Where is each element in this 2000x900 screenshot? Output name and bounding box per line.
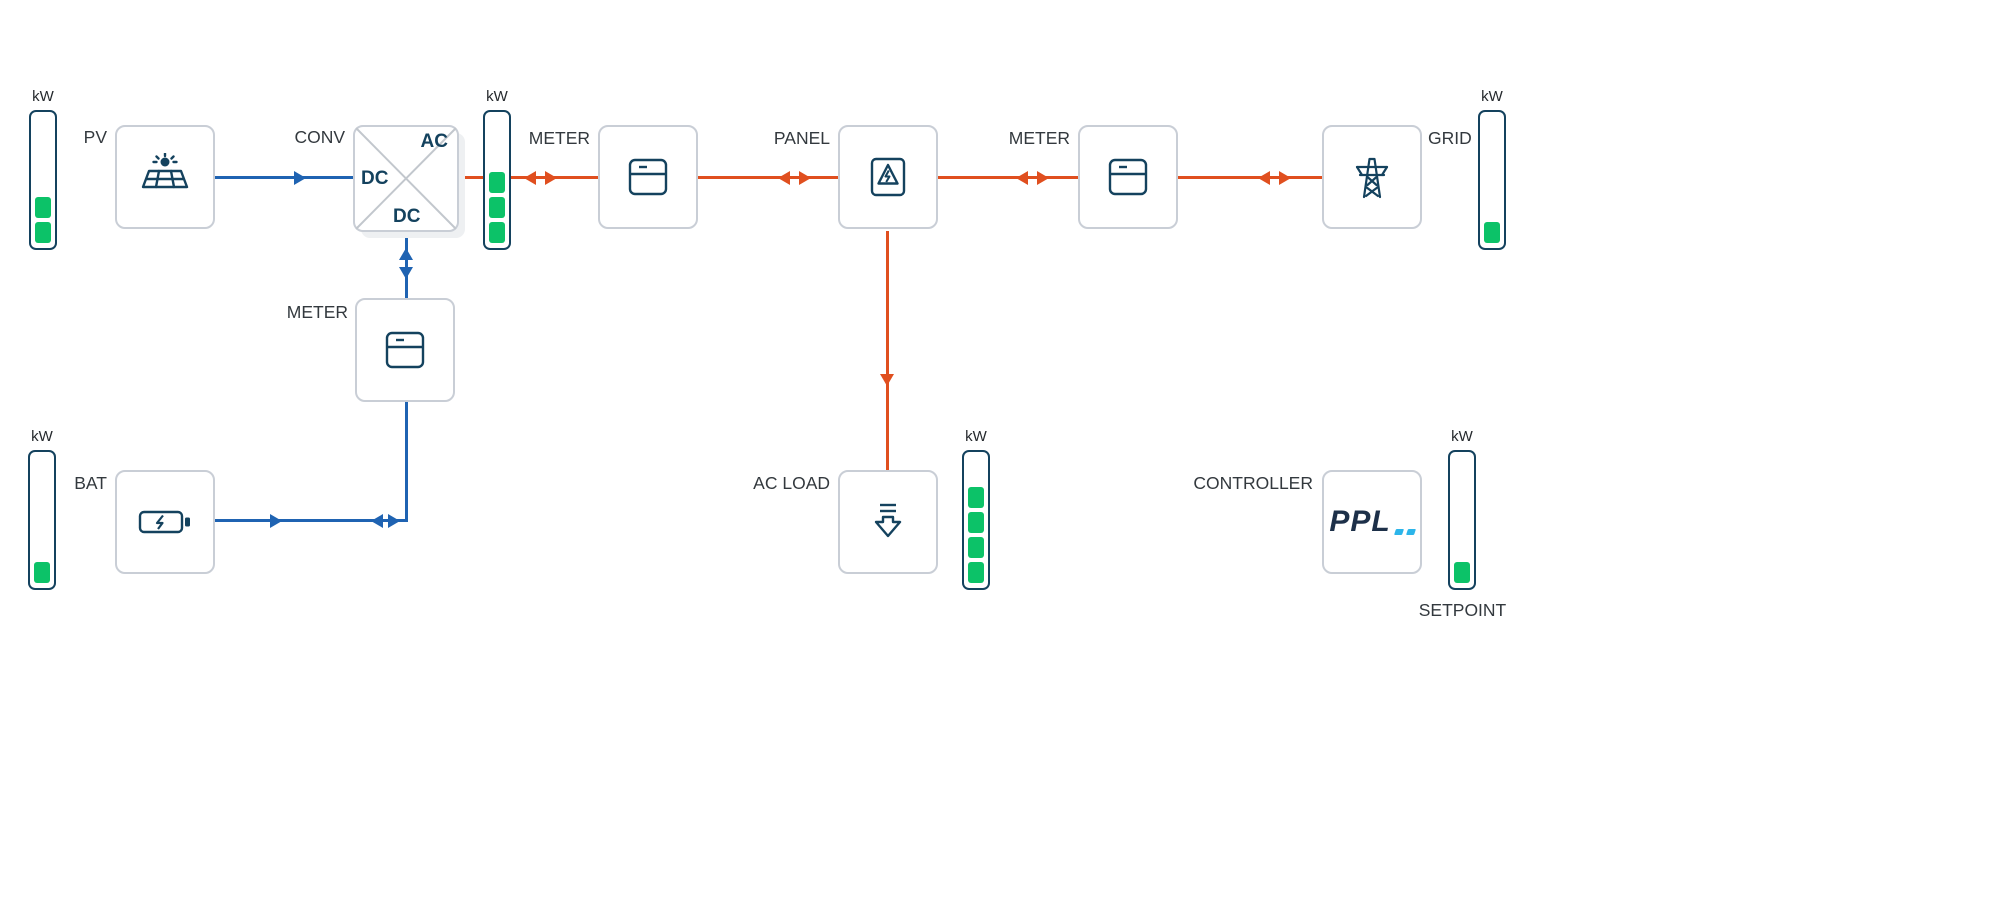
- flow-arrow-right-icon: [294, 171, 306, 185]
- setpoint-gauge: kW: [1447, 428, 1477, 590]
- battery-label: BAT: [74, 473, 107, 493]
- ac-load-gauge: kW: [961, 428, 991, 590]
- gauge-bar: [962, 450, 990, 590]
- gauge-unit-label: kW: [1451, 428, 1473, 445]
- battery-gauge: kW: [27, 428, 57, 590]
- dc-line-conv-meter: [405, 230, 408, 298]
- flow-arrow-left-icon: [778, 171, 790, 185]
- dc-meter-label: METER: [286, 302, 348, 322]
- dc-line-meter-corner: [405, 401, 408, 522]
- dc-meter-node: [355, 298, 455, 402]
- meter-icon: [628, 158, 668, 196]
- flow-arrow-left-icon: [371, 514, 383, 528]
- grid-node: [1322, 125, 1422, 229]
- battery-icon: [138, 510, 190, 534]
- flow-arrow-down-icon: [880, 374, 894, 386]
- converter-label: CONV: [294, 127, 345, 147]
- gauge-unit-label: kW: [1481, 88, 1503, 105]
- ac-load-node: [838, 470, 938, 574]
- flow-arrow-right-icon: [1279, 171, 1291, 185]
- ppl-logo: PPL: [1329, 505, 1416, 538]
- flow-arrow-right-icon: [799, 171, 811, 185]
- grid-label: GRID: [1428, 128, 1472, 148]
- flow-arrow-left-icon: [1258, 171, 1270, 185]
- ac-meter-2-label: METER: [1008, 128, 1070, 148]
- converter-node: AC DC DC: [353, 125, 459, 232]
- converter-diagonals-icon: [355, 127, 457, 230]
- ac-meter-1-label: METER: [528, 128, 590, 148]
- gauge-bar: [28, 450, 56, 590]
- panel-node: [838, 125, 938, 229]
- ac-meter-1-node: [598, 125, 698, 229]
- setpoint-label: SETPOINT: [1418, 600, 1507, 620]
- ac-line-panel-meter: [938, 176, 1078, 179]
- logo-dot-icon: [1405, 529, 1416, 535]
- logo-dot-icon: [1393, 529, 1404, 535]
- pv-gauge: kW: [28, 88, 58, 250]
- converter-dc-left-port-label: DC: [361, 168, 389, 189]
- flow-arrow-right-icon: [388, 514, 400, 528]
- gauge-unit-label: kW: [31, 428, 53, 445]
- flow-arrow-down-icon: [399, 267, 413, 279]
- pv-label: PV: [83, 127, 107, 147]
- grid-gauge: kW: [1477, 88, 1507, 250]
- pv-node: [115, 125, 215, 229]
- ac-line-meter-grid: [1178, 176, 1322, 179]
- gauge-unit-label: kW: [32, 88, 54, 105]
- gauge-unit-label: kW: [965, 428, 987, 445]
- panel-label: PANEL: [773, 128, 830, 148]
- gauge-bar: [1478, 110, 1506, 250]
- flow-arrow-up-icon: [399, 248, 413, 260]
- transmission-tower-icon: [1355, 157, 1389, 199]
- solar-panel-icon: [141, 153, 189, 189]
- flow-arrow-left-icon: [1016, 171, 1028, 185]
- dc-line-bat-corner: [215, 519, 408, 522]
- controller-node: PPL: [1322, 470, 1422, 574]
- load-down-arrow-icon: [874, 503, 902, 538]
- ppl-logo-text: PPL: [1329, 505, 1391, 538]
- flow-arrow-right-icon: [1037, 171, 1049, 185]
- gauge-bar: [1448, 450, 1476, 590]
- gauge-unit-label: kW: [486, 88, 508, 105]
- flow-arrow-right-icon: [270, 514, 282, 528]
- ac-load-label: AC LOAD: [753, 473, 830, 493]
- converter-ac-port-label: AC: [420, 131, 448, 152]
- battery-node: [115, 470, 215, 574]
- ac-meter-2-node: [1078, 125, 1178, 229]
- meter-icon: [385, 331, 425, 369]
- controller-label: CONTROLLER: [1193, 473, 1313, 493]
- dc-line-pv-conv: [215, 176, 353, 179]
- meter-icon: [1108, 158, 1148, 196]
- flow-arrow-right-icon: [545, 171, 557, 185]
- gauge-bar: [483, 110, 511, 250]
- flow-arrow-left-icon: [524, 171, 536, 185]
- gauge-bar: [29, 110, 57, 250]
- converter-gauge: kW: [482, 88, 512, 250]
- ac-line-panel-load: [886, 231, 889, 470]
- ac-line-meter-panel: [698, 176, 838, 179]
- converter-dc-bottom-port-label: DC: [393, 206, 421, 227]
- electrical-panel-icon: [870, 157, 906, 197]
